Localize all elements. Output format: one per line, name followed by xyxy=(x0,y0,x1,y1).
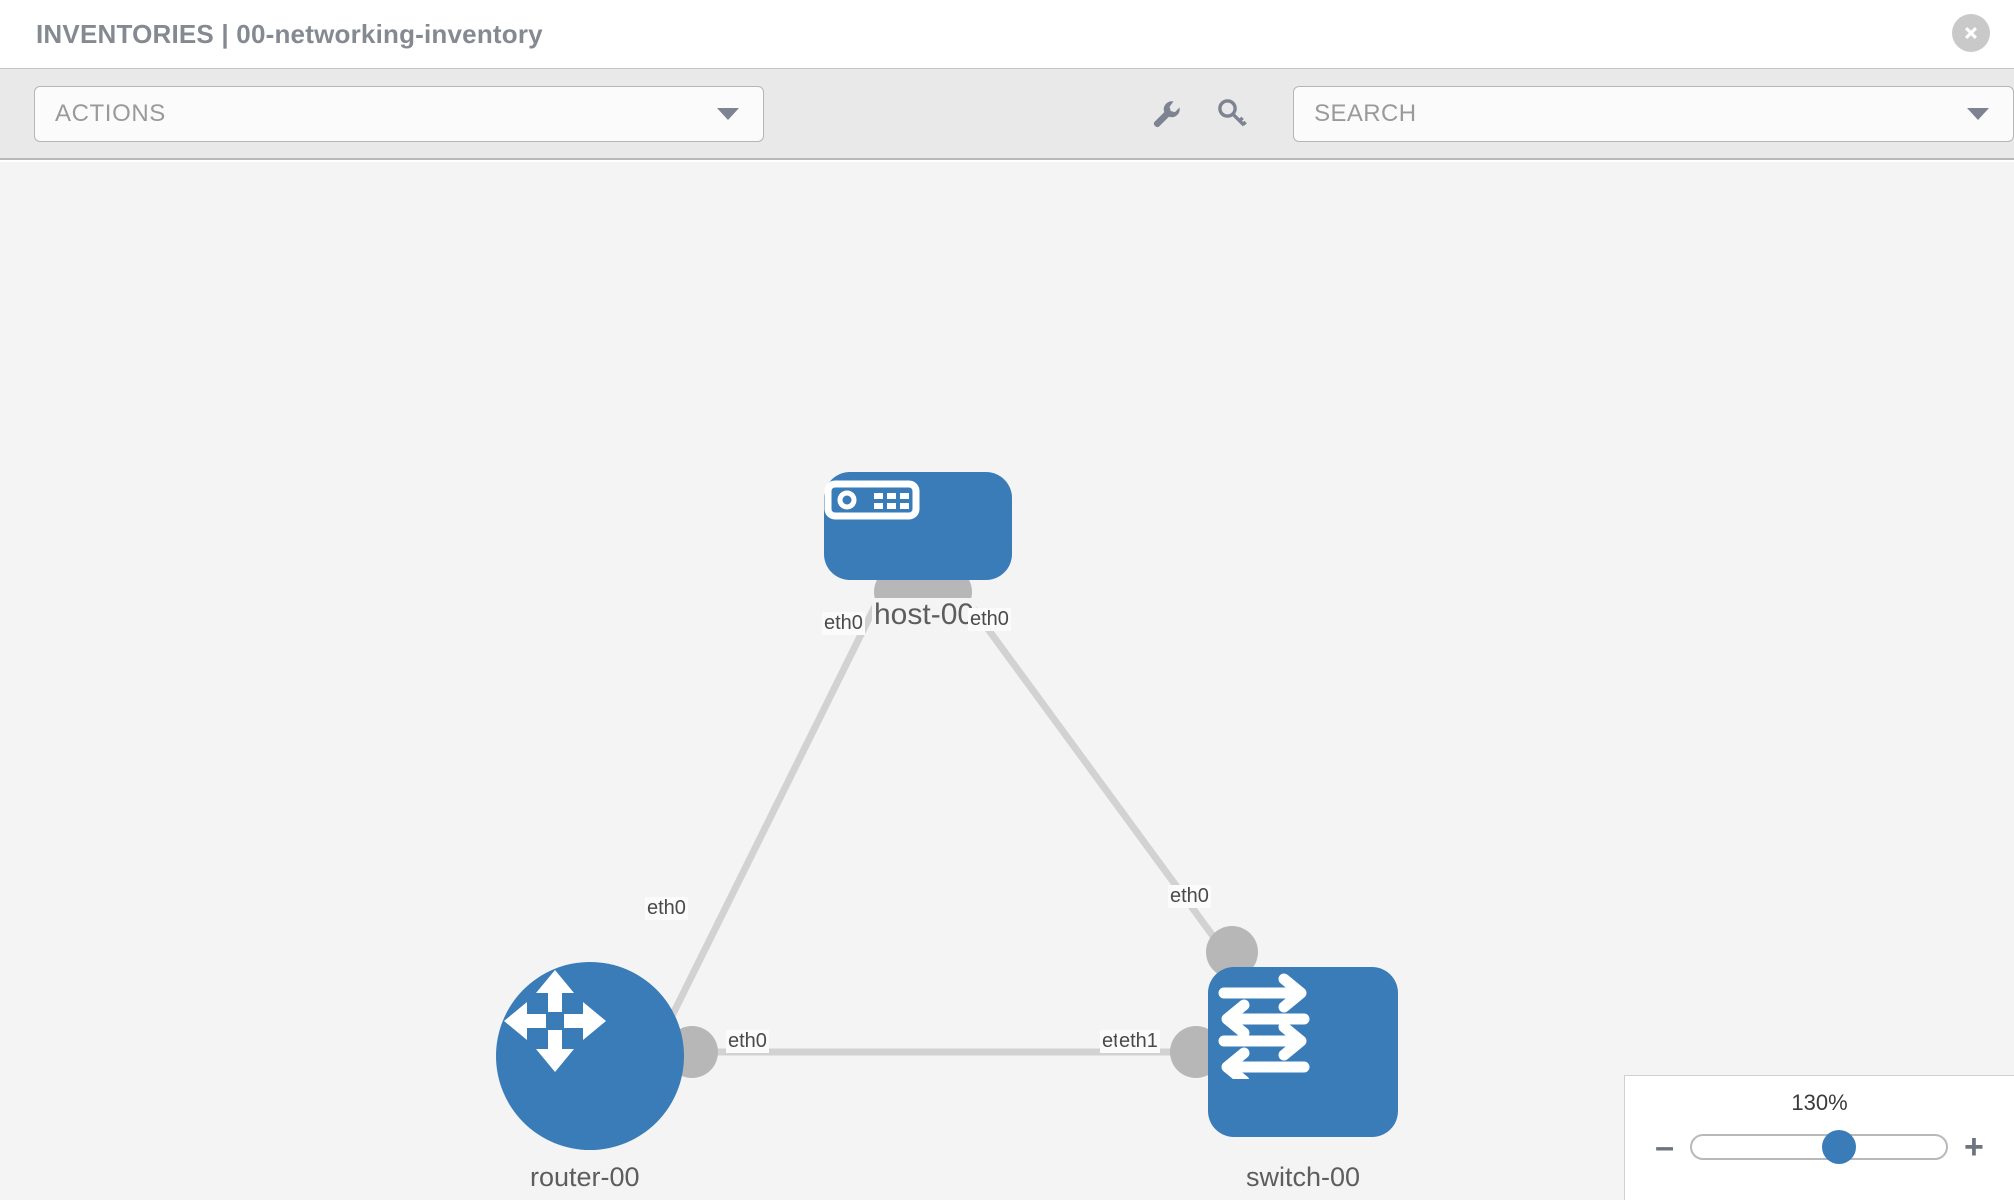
switch-arrows-icon xyxy=(1218,973,1310,1079)
search-chevron-down-icon[interactable] xyxy=(1967,107,1989,120)
node-router-00[interactable] xyxy=(496,962,684,1150)
wrench-icon[interactable] xyxy=(1149,97,1183,131)
server-icon xyxy=(824,480,920,520)
close-button[interactable] xyxy=(1952,14,1990,52)
search-field[interactable] xyxy=(1293,85,2014,142)
iface-label-switch-left-b: eth1 xyxy=(1117,1030,1160,1053)
node-label-router-00: router-00 xyxy=(528,1162,642,1193)
iface-label-router-right: eth0 xyxy=(726,1030,769,1053)
actions-dropdown-label: ACTIONS xyxy=(55,99,166,127)
zoom-slider-track[interactable] xyxy=(1690,1130,1949,1164)
page-header: INVENTORIES | 00-networking-inventory xyxy=(0,0,2014,68)
node-router-00-shape[interactable] xyxy=(496,962,684,1150)
topology-canvas[interactable]: host-00 xyxy=(0,162,2014,1200)
node-label-switch-00: switch-00 xyxy=(1244,1162,1363,1193)
zoom-control-panel: 130% – + xyxy=(1624,1075,2014,1200)
iface-label-host-left: eth0 xyxy=(822,612,865,635)
toolbar: ACTIONS xyxy=(0,68,2014,160)
zoom-control-row: – + xyxy=(1625,1130,2014,1164)
node-label-host-00: host-00 xyxy=(872,598,977,632)
chevron-down-icon xyxy=(717,107,740,120)
iface-label-host-right: eth0 xyxy=(968,608,1011,631)
iface-label-switch-upper: eth0 xyxy=(1168,885,1211,908)
node-switch-00[interactable] xyxy=(1208,967,1398,1137)
endpoint-switch-upper[interactable] xyxy=(1206,926,1258,978)
topology-links-layer xyxy=(664,566,1258,1078)
zoom-slider-thumb[interactable] xyxy=(1822,1130,1857,1164)
iface-label-router-upper: eth0 xyxy=(645,897,688,920)
zoom-in-button[interactable]: + xyxy=(1964,1128,1984,1166)
search-input[interactable] xyxy=(1314,88,2005,139)
toolbar-icon-group xyxy=(1149,97,1249,131)
page-title: INVENTORIES | 00-networking-inventory xyxy=(36,18,543,49)
node-host-00[interactable] xyxy=(824,472,1012,580)
key-icon[interactable] xyxy=(1215,97,1249,131)
node-switch-00-shape[interactable] xyxy=(1208,967,1398,1137)
zoom-level-value: 130% xyxy=(1791,1090,1848,1115)
zoom-out-button[interactable]: – xyxy=(1655,1128,1675,1166)
actions-dropdown[interactable]: ACTIONS xyxy=(34,85,765,142)
topology-graph: host-00 xyxy=(0,162,2014,1200)
router-arrows-icon xyxy=(504,970,606,1072)
link-host-router[interactable] xyxy=(664,578,892,1026)
close-icon xyxy=(1965,27,1977,39)
node-host-00-shape[interactable] xyxy=(824,472,1012,580)
